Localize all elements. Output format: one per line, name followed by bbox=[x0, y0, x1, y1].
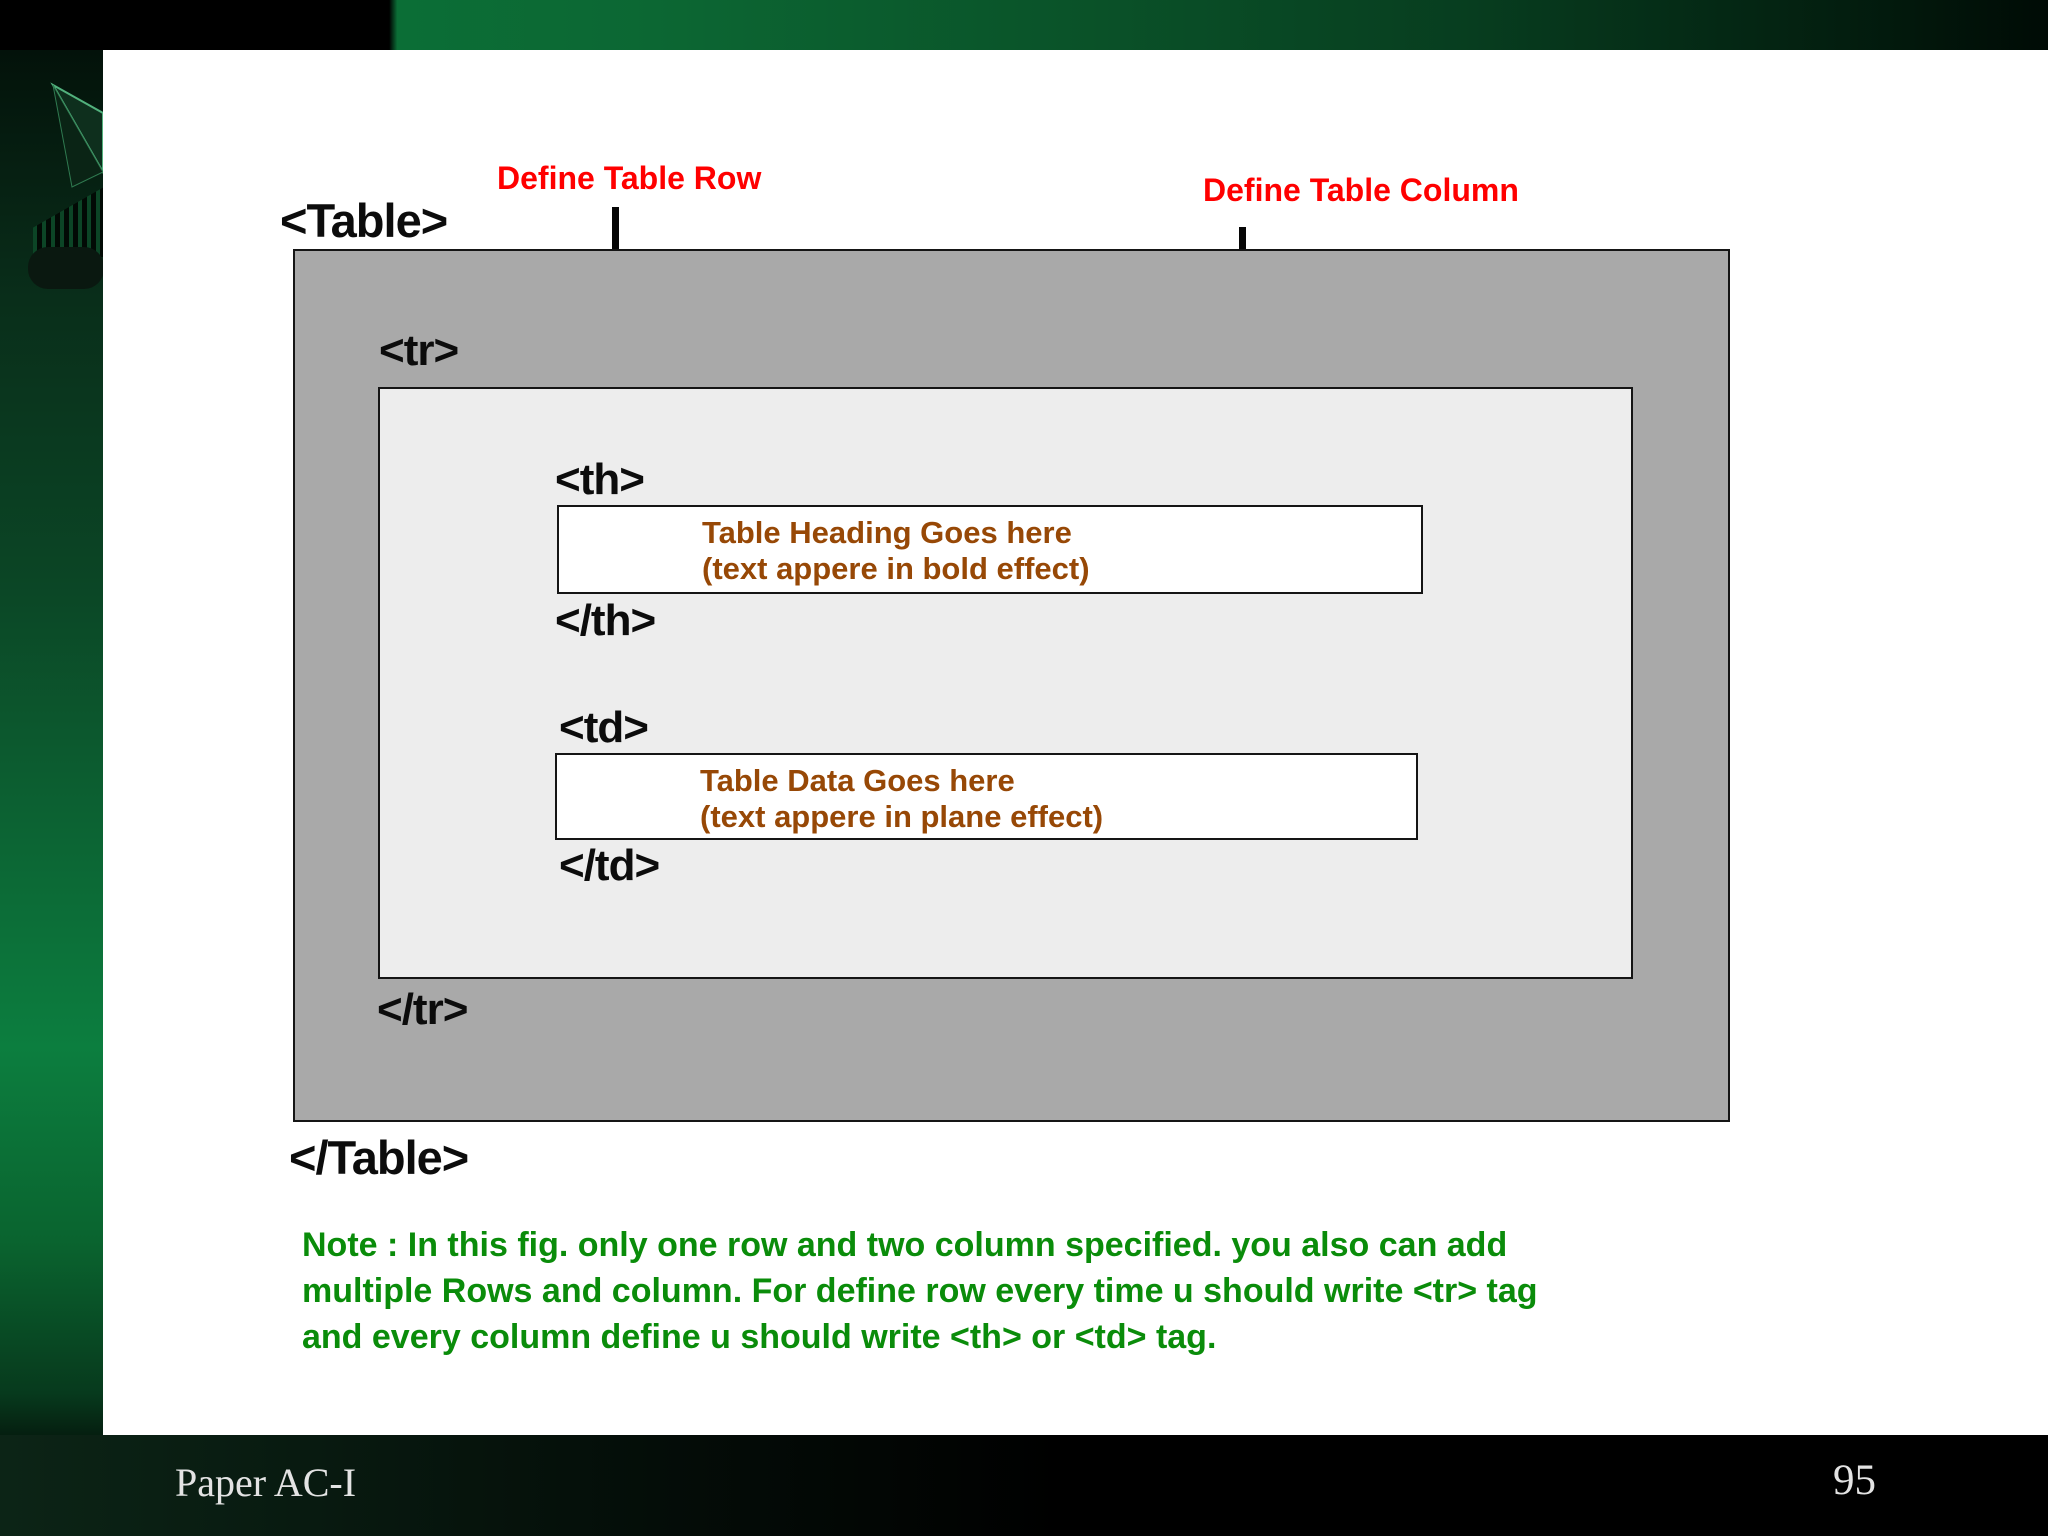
top-gradient-band bbox=[0, 0, 2048, 50]
table-open-tag: <Table> bbox=[280, 194, 448, 247]
tr-open-tag: <tr> bbox=[379, 326, 459, 375]
note-line-3: and every column define u should write <… bbox=[302, 1318, 1217, 1356]
slide-template-ornament bbox=[20, 75, 104, 295]
slide-content-area: Define Table Row Define Table Column <Ta… bbox=[103, 50, 2048, 1435]
th-cell-line1: Table Heading Goes here bbox=[702, 515, 1072, 550]
footer-paper-title: Paper AC-I bbox=[175, 1460, 357, 1505]
th-cell-box: Table Heading Goes here (text appere in … bbox=[557, 505, 1423, 594]
tr-close-tag: </tr> bbox=[377, 985, 468, 1034]
note-line-2: multiple Rows and column. For define row… bbox=[302, 1272, 1538, 1310]
bottom-band: Paper AC-I 95 bbox=[0, 1435, 2048, 1536]
note-line-1: Note : In this fig. only one row and two… bbox=[302, 1226, 1508, 1264]
th-cell-line2: (text appere in bold effect) bbox=[702, 551, 1090, 586]
td-close-tag: </td> bbox=[559, 841, 660, 890]
define-table-row-label: Define Table Row bbox=[497, 160, 762, 196]
note-text: Note : In this fig. only one row and two… bbox=[302, 1222, 1802, 1360]
footer-page-number: 95 bbox=[1833, 1457, 1876, 1504]
td-cell-line2: (text appere in plane effect) bbox=[700, 799, 1104, 834]
td-cell-line1: Table Data Goes here bbox=[700, 763, 1015, 798]
td-cell-box: Table Data Goes here (text appere in pla… bbox=[555, 753, 1418, 840]
th-close-tag: </th> bbox=[555, 596, 656, 645]
bar-ornament bbox=[28, 247, 104, 289]
table-close-tag: </Table> bbox=[289, 1131, 469, 1184]
row-diagram-box bbox=[378, 387, 1633, 979]
th-open-tag: <th> bbox=[555, 455, 645, 504]
triangle-ornament-icon bbox=[50, 82, 104, 188]
td-open-tag: <td> bbox=[559, 703, 649, 752]
define-table-column-label: Define Table Column bbox=[1203, 172, 1519, 208]
